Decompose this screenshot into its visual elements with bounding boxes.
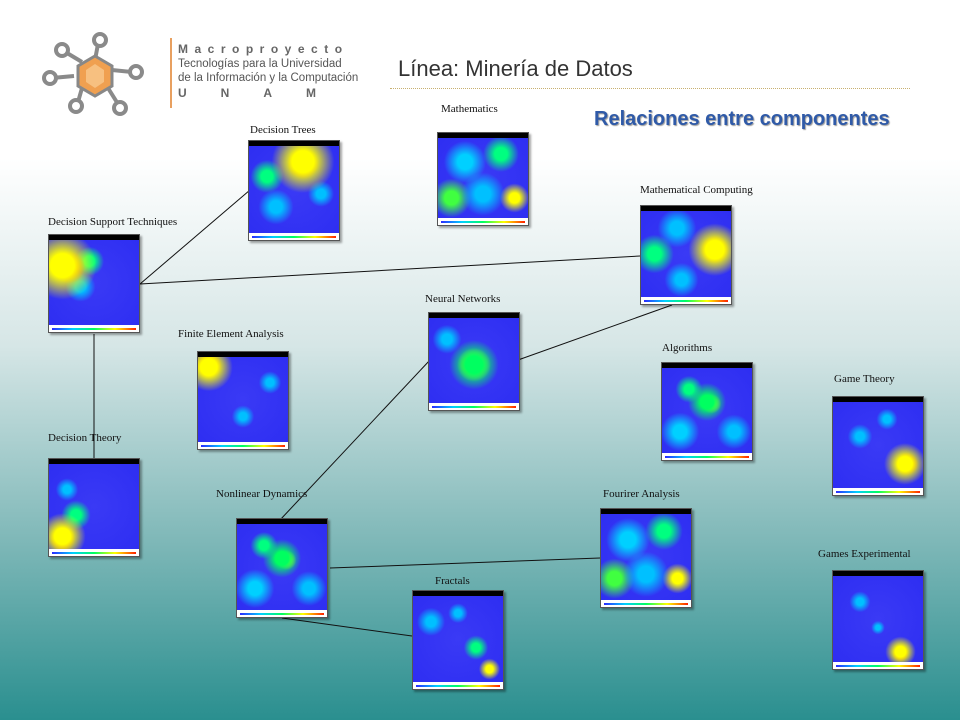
som-map-fractals <box>412 590 504 690</box>
som-map-mathematical-computing <box>640 205 732 305</box>
som-heatmap <box>833 402 923 488</box>
logo-macroproyecto: Macroproyecto <box>178 42 349 56</box>
som-color-scale <box>836 491 920 493</box>
som-legend-bar <box>641 297 731 304</box>
som-map-neural-networks <box>428 312 520 411</box>
som-map-decision-trees <box>248 140 340 241</box>
node-label-decision-trees: Decision Trees <box>250 124 316 136</box>
som-heatmap <box>237 524 327 610</box>
som-heatmap <box>429 318 519 403</box>
edge-neural-networks-to-mathematical-computing <box>517 304 673 361</box>
som-color-scale <box>604 603 688 605</box>
edge-nonlinear-dynamics-to-fourirer-analysis <box>329 557 601 569</box>
som-heatmap <box>833 576 923 662</box>
som-legend-bar <box>429 403 519 410</box>
macroproyecto-logo: Macroproyecto Tecnologías para la Univer… <box>40 30 358 120</box>
som-map-algorithms <box>661 362 753 461</box>
title-divider <box>390 88 910 89</box>
som-header-bar <box>833 571 923 576</box>
som-legend-bar <box>198 442 288 449</box>
som-color-scale <box>240 613 324 615</box>
som-map-nonlinear-dynamics <box>236 518 328 618</box>
som-header-bar <box>413 591 503 596</box>
som-map-finite-element-analysis <box>197 351 289 450</box>
som-map-decision-support-techniques <box>48 234 140 333</box>
som-header-bar <box>198 352 288 357</box>
som-color-scale <box>441 221 525 223</box>
som-legend-bar <box>438 218 528 225</box>
som-header-bar <box>641 206 731 211</box>
edge-nonlinear-dynamics-to-neural-networks <box>279 359 431 521</box>
som-header-bar <box>429 313 519 318</box>
line-title: Línea: Minería de Datos <box>398 56 633 81</box>
node-label-decision-support-techniques: Decision Support Techniques <box>48 216 178 228</box>
node-label-algorithms: Algorithms <box>662 342 713 354</box>
som-heatmap <box>641 211 731 297</box>
node-label-fourirer-analysis: Fourirer Analysis <box>603 488 680 500</box>
som-color-scale <box>432 406 516 408</box>
som-header-bar <box>438 133 528 138</box>
som-color-scale <box>252 236 336 238</box>
node-label-fractals: Fractals <box>435 575 470 587</box>
som-header-bar <box>601 509 691 514</box>
som-header-bar <box>662 363 752 368</box>
som-legend-bar <box>237 610 327 617</box>
som-legend-bar <box>833 488 923 495</box>
som-header-bar <box>237 519 327 524</box>
edge-decision-support-techniques-to-decision-trees <box>139 189 251 285</box>
node-label-nonlinear-dynamics: Nonlinear Dynamics <box>216 488 308 500</box>
node-label-game-theory: Game Theory <box>834 373 895 385</box>
som-heatmap <box>249 146 339 233</box>
som-color-scale <box>644 300 728 302</box>
logo-line2: de la Información y la Computación <box>178 72 359 84</box>
som-heatmap <box>198 357 288 442</box>
node-label-games-experimental: Games Experimental <box>818 548 911 560</box>
som-heatmap <box>601 514 691 600</box>
node-label-decision-theory: Decision Theory <box>48 432 122 444</box>
logo-unam: UNAM <box>178 86 350 100</box>
som-heatmap <box>438 138 528 218</box>
som-legend-bar <box>833 662 923 669</box>
node-label-neural-networks: Neural Networks <box>425 293 501 305</box>
som-map-fourirer-analysis <box>600 508 692 608</box>
relations-title: Relaciones entre componentes <box>594 108 890 130</box>
som-legend-bar <box>601 600 691 607</box>
som-header-bar <box>49 459 139 464</box>
som-header-bar <box>49 235 139 240</box>
node-label-mathematical-computing: Mathematical Computing <box>640 184 753 196</box>
som-heatmap <box>49 240 139 325</box>
node-label-finite-element-analysis: Finite Element Analysis <box>178 328 284 340</box>
som-legend-bar <box>662 453 752 460</box>
som-legend-bar <box>413 682 503 689</box>
som-map-mathematics <box>437 132 529 226</box>
molecule-logo-icon <box>42 32 144 116</box>
som-color-scale <box>201 445 285 447</box>
edge-nonlinear-dynamics-to-fractals <box>281 617 413 637</box>
som-header-bar <box>833 397 923 402</box>
som-color-scale <box>416 685 500 687</box>
som-heatmap <box>662 368 752 453</box>
som-header-bar <box>249 141 339 146</box>
som-map-decision-theory <box>48 458 140 557</box>
edge-decision-support-techniques-to-mathematical-computing <box>139 255 641 285</box>
som-heatmap <box>49 464 139 549</box>
som-color-scale <box>665 456 749 458</box>
som-legend-bar <box>249 233 339 240</box>
som-color-scale <box>52 552 136 554</box>
logo-line1: Tecnologías para la Universidad <box>178 58 342 70</box>
som-legend-bar <box>49 549 139 556</box>
som-map-games-experimental <box>832 570 924 670</box>
som-heatmap <box>413 596 503 682</box>
logo-divider <box>170 38 172 108</box>
som-color-scale <box>836 665 920 667</box>
som-legend-bar <box>49 325 139 332</box>
som-map-game-theory <box>832 396 924 496</box>
som-color-scale <box>52 328 136 330</box>
node-label-mathematics: Mathematics <box>441 103 498 115</box>
